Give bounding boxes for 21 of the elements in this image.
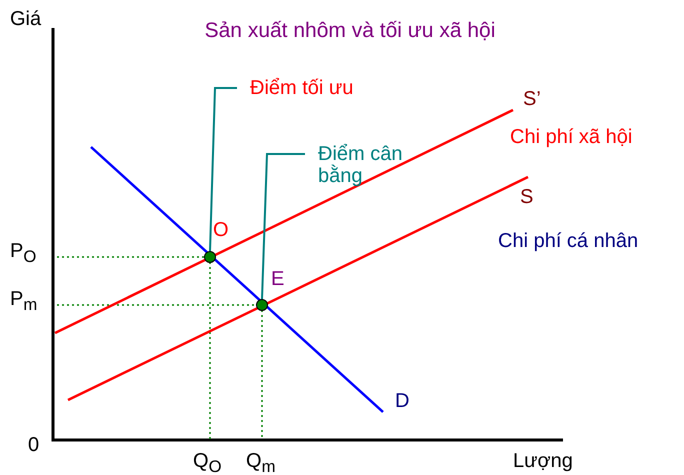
axis-label: Giá — [10, 8, 42, 30]
curve-label: S’ — [523, 88, 541, 110]
curve-label: Chi phí xã hội — [510, 126, 632, 148]
curve-label: D — [395, 390, 410, 412]
leader-line — [209, 87, 237, 252]
axis-label: Lượng — [513, 450, 573, 472]
tick-label: Q$_{O}$ — [193, 450, 222, 475]
optimum-point-marker — [204, 251, 216, 263]
callout-text: Điểm tối ưu — [250, 77, 354, 99]
point-label: O — [213, 219, 229, 241]
curve-label: S — [520, 186, 534, 208]
tick-label: 0 — [28, 434, 40, 456]
tick-label: Q$_{m}$ — [246, 450, 276, 475]
tick-label: P$_{m}$ — [10, 288, 38, 316]
callout-text: Điểm cân bằng — [318, 143, 438, 187]
point-label: E — [271, 268, 284, 290]
curve-label: Chi phí cá nhân — [498, 230, 638, 252]
leader-line — [261, 153, 305, 300]
chart-title: Sản xuất nhôm và tối ưu xã hội — [204, 20, 496, 42]
tick-label: P$_{O}$ — [10, 240, 36, 268]
equilibrium-point-marker — [256, 299, 268, 311]
